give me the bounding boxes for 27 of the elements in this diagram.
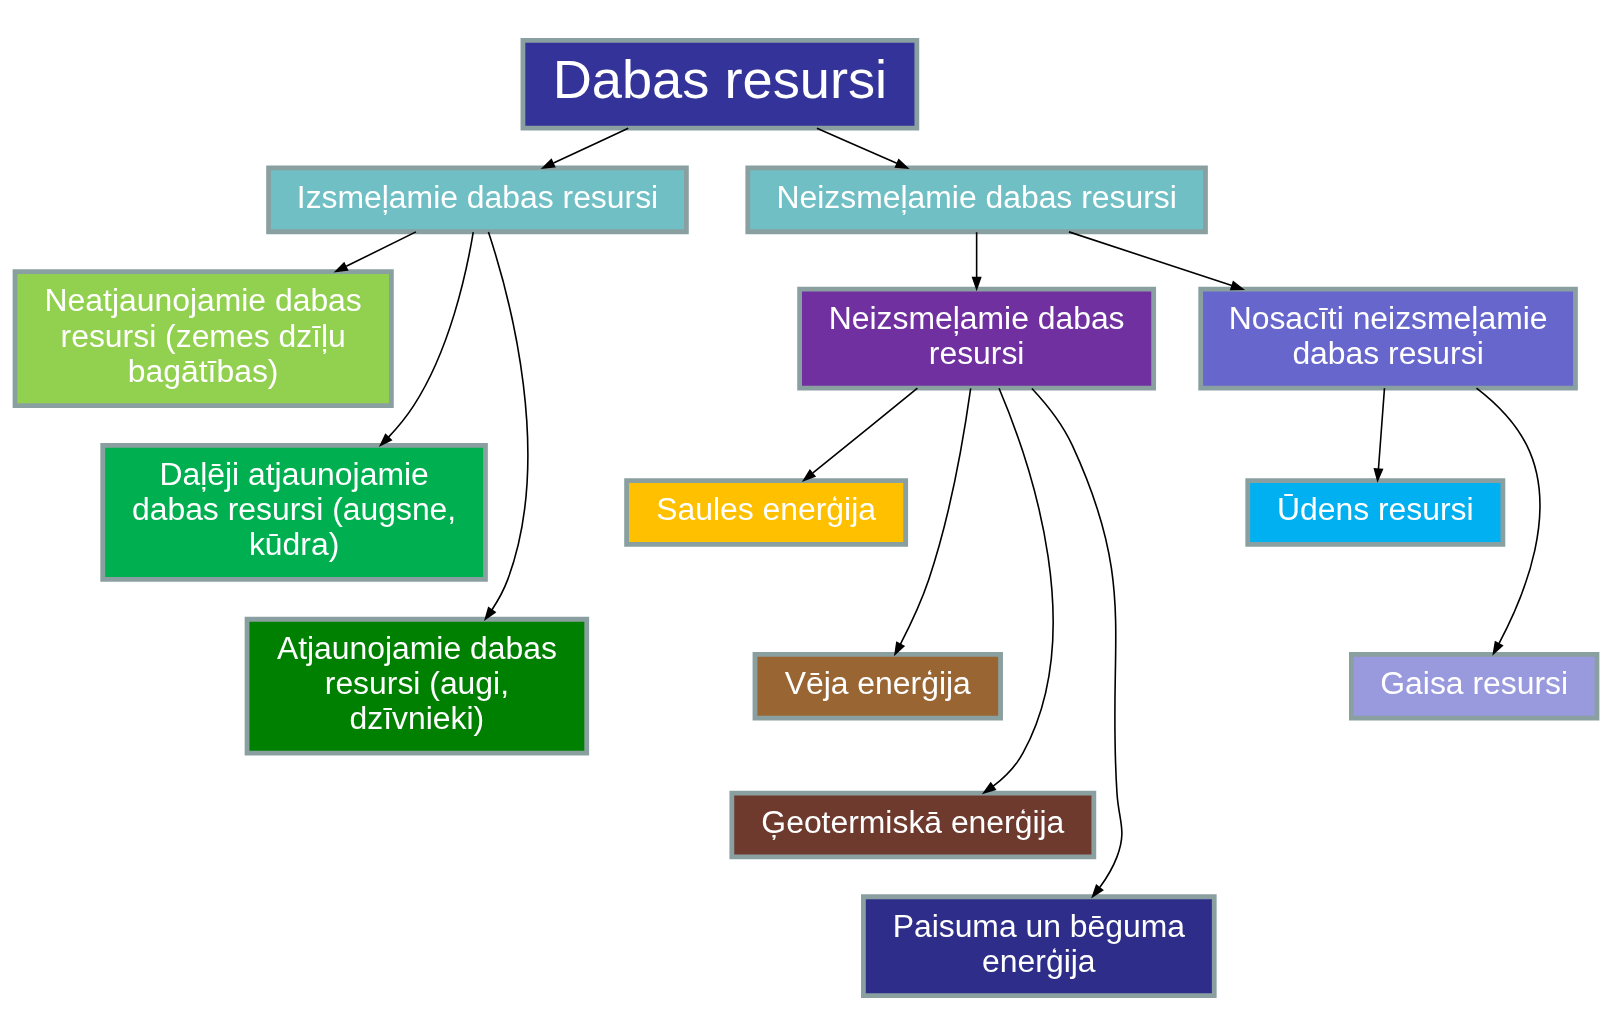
node-box: Neatjaunojamie dabas resursi (zemes dzīļu bagātības) — [12, 268, 394, 408]
arrow — [1068, 230, 1246, 290]
node-box: Atjaunojamie dabas resursi (augi, dzīvnieki) — [244, 616, 590, 756]
arrow — [1031, 387, 1123, 898]
node-box: Izsmeļamie dabas resursi — [266, 165, 689, 234]
node-box: Paisuma un bēguma enerģija — [861, 893, 1217, 998]
arrow — [981, 386, 1054, 794]
node-box: Saules enerģija — [624, 477, 909, 547]
arrow — [540, 127, 630, 169]
arrow — [1475, 386, 1541, 656]
arrow — [816, 127, 910, 169]
arrow — [801, 386, 919, 482]
node-box: Ūdens resursi — [1245, 477, 1506, 547]
node-box: Ģeotermiskā enerģija — [729, 790, 1097, 859]
node-box: Daļēji atjaunojamie dabas resursi (augsne, kūdra) — [100, 442, 488, 582]
arrow — [971, 230, 982, 291]
node-box: Dabas resursi — [520, 37, 920, 130]
arrow — [1373, 386, 1386, 483]
arrow — [893, 387, 972, 656]
node-box: Neizsmeļamie dabas resursi — [745, 165, 1208, 234]
node-box: Neizsmeļamie dabas resursi — [797, 286, 1157, 390]
arrow — [333, 230, 417, 273]
arrow — [484, 230, 529, 621]
node-box: Gaisa resursi — [1349, 651, 1600, 721]
arrow — [378, 230, 475, 447]
node-box: Nosacīti neizsmeļamie dabas resursi — [1198, 286, 1578, 390]
node-box: Vēja enerģija — [752, 651, 1003, 721]
